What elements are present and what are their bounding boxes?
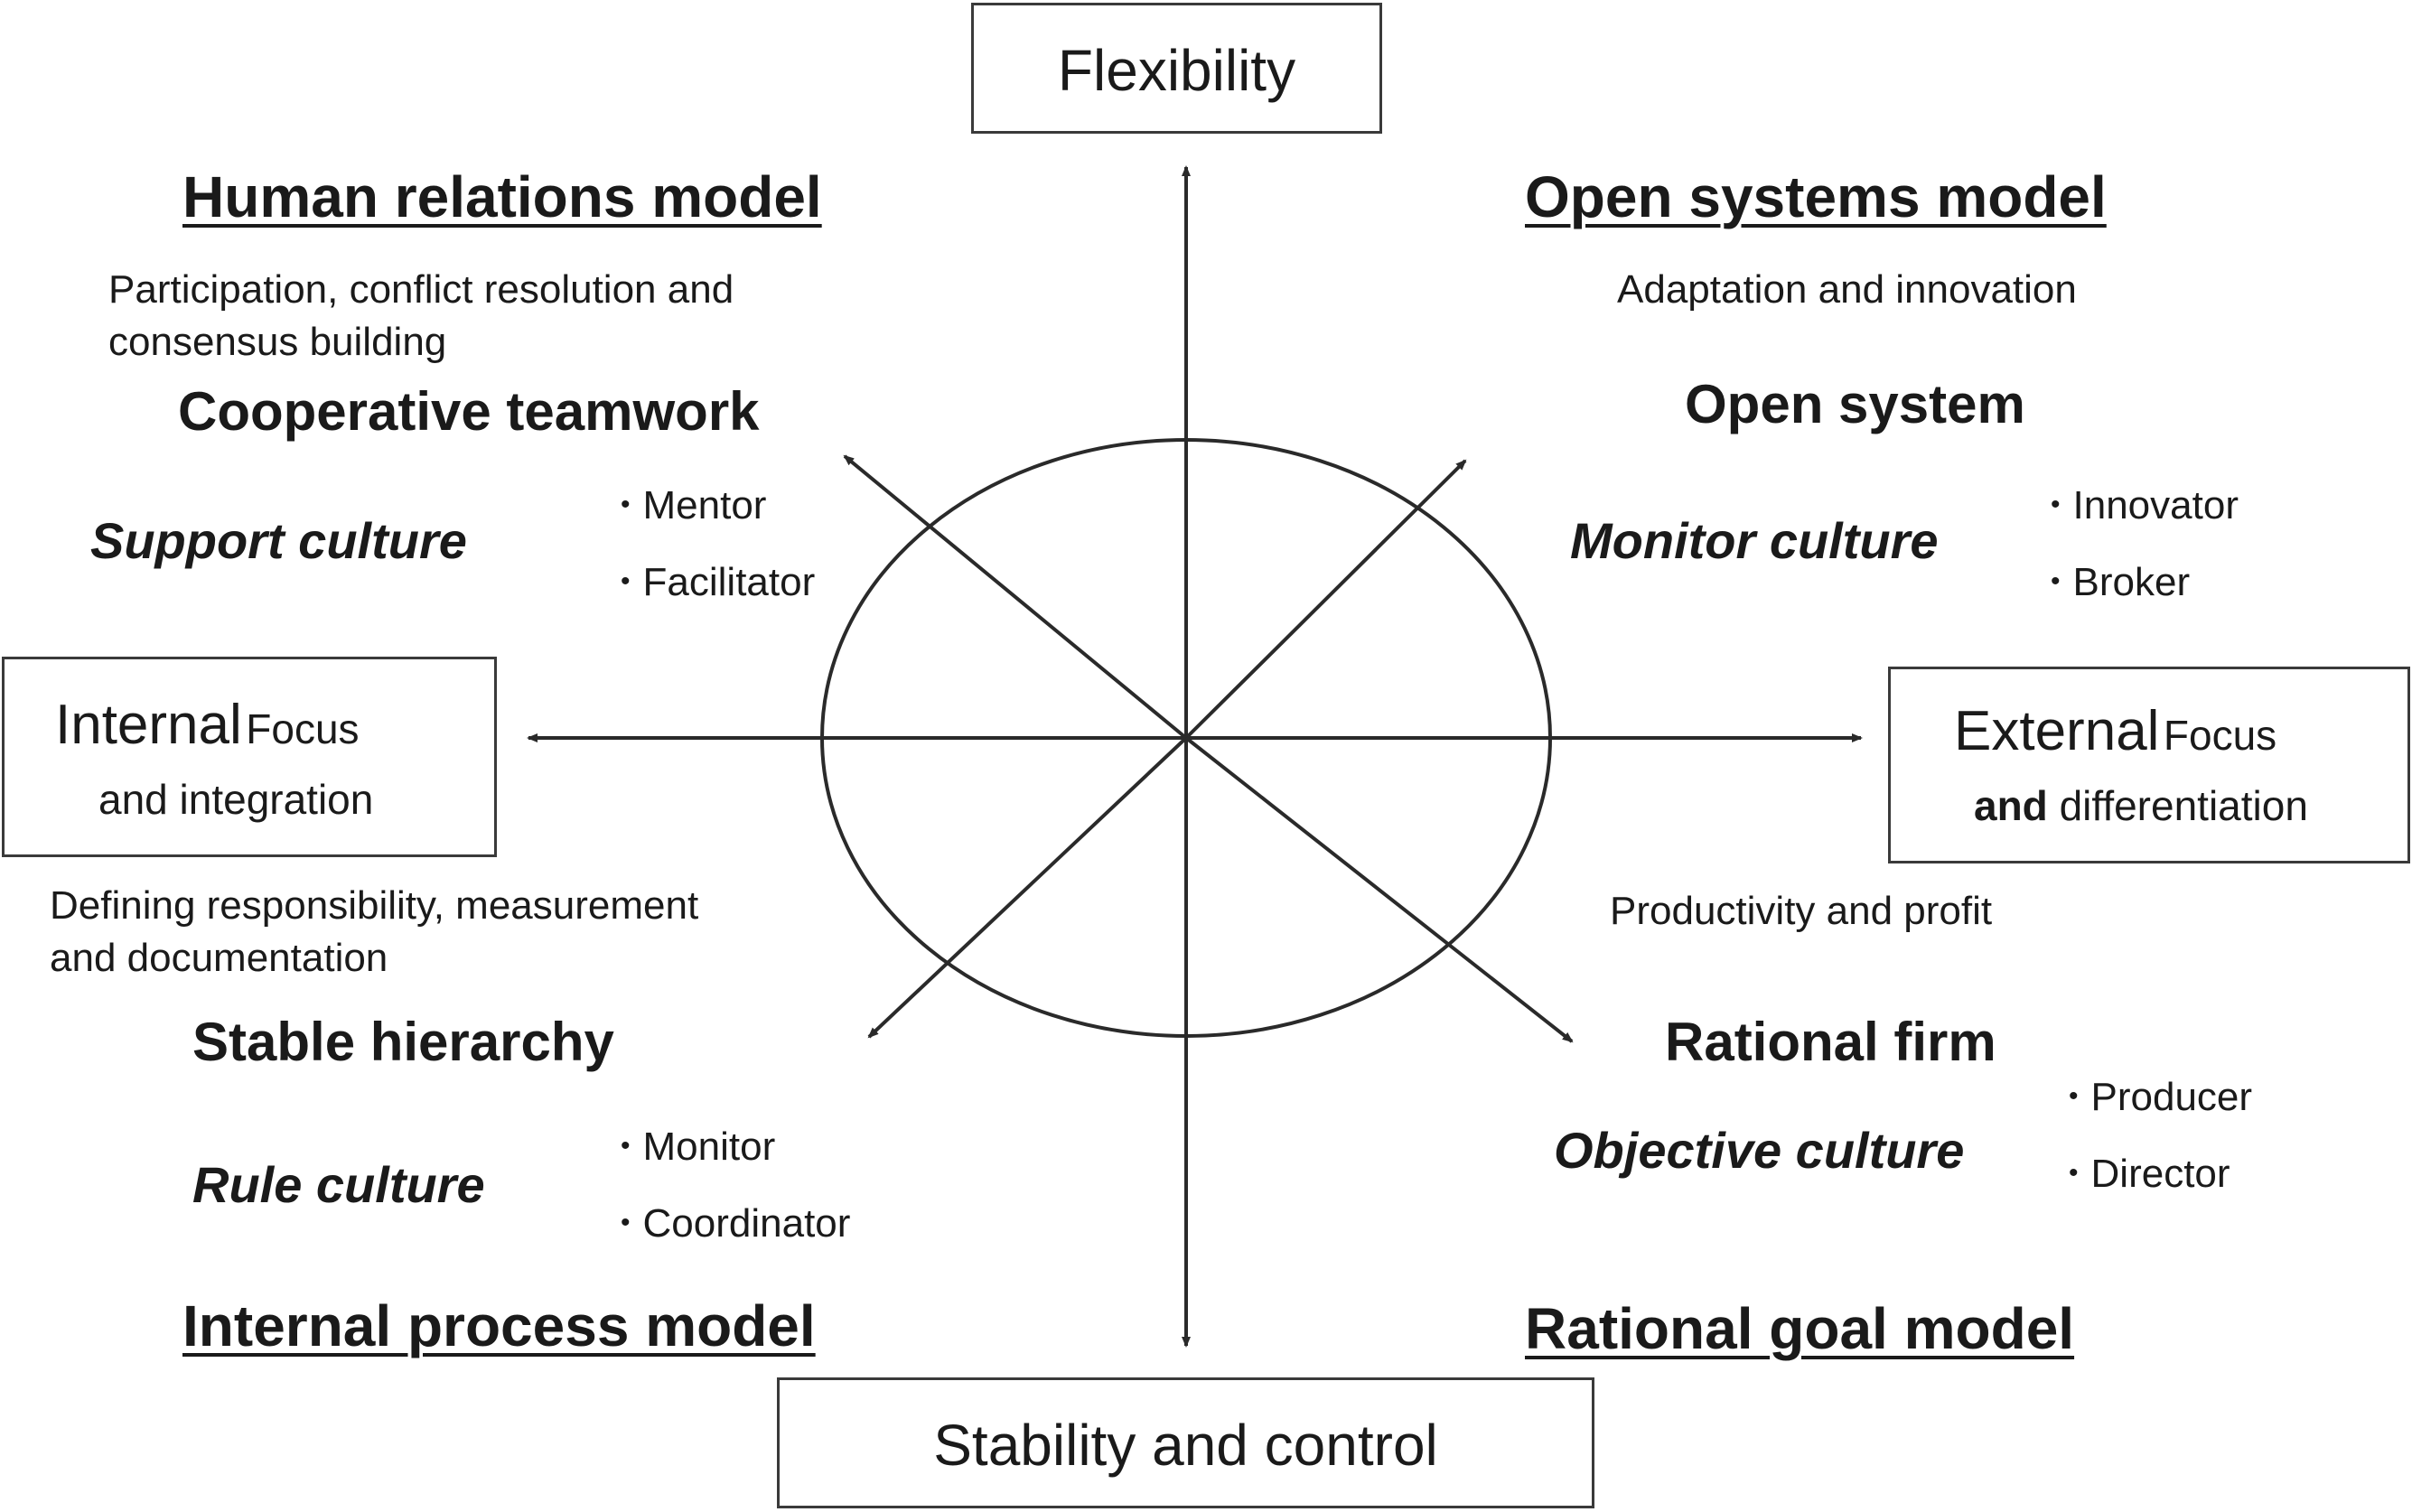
support-culture-label: Support culture xyxy=(90,512,467,569)
role-item: Broker xyxy=(2051,546,2239,623)
objective-culture-label: Objective culture xyxy=(1554,1122,1965,1179)
external-label: External xyxy=(1954,700,2160,762)
open-systems-description: Adaptation and innovation xyxy=(1617,267,2077,312)
stability-label: Stability and control xyxy=(933,1413,1438,1478)
external-and-word: and xyxy=(1974,782,2048,829)
cooperative-teamwork-label: Cooperative teamwork xyxy=(178,381,760,442)
internal-label: Internal xyxy=(55,694,242,756)
role-item: Director xyxy=(2069,1138,2252,1215)
stable-hierarchy-label: Stable hierarchy xyxy=(192,1012,614,1072)
internal-process-model-title: Internal process model xyxy=(182,1293,816,1358)
diag-upper-right-arrow xyxy=(1184,459,1467,740)
diag-upper-left-arrow xyxy=(843,454,1188,740)
rule-roles-list: Monitor Coordinator xyxy=(621,1111,851,1265)
open-systems-model-title: Open systems model xyxy=(1525,164,2107,229)
external-focus-word: Focus xyxy=(2163,712,2277,759)
rule-culture-label: Rule culture xyxy=(192,1156,485,1213)
internal-focus-word: Focus xyxy=(246,705,360,752)
internal-process-description: Defining responsibility, measurement and… xyxy=(50,883,699,980)
monitor-roles-list: Innovator Broker xyxy=(2051,470,2239,623)
role-item: Producer xyxy=(2069,1061,2253,1138)
flexibility-label: Flexibility xyxy=(1057,38,1296,103)
rational-goal-model-title: Rational goal model xyxy=(1525,1296,2075,1361)
diag-lower-left-arrow xyxy=(867,736,1188,1039)
internal-focus-line2: and integration xyxy=(98,776,374,823)
rational-goal-description: Productivity and profit xyxy=(1610,889,1993,933)
human-relations-description: Participation, conflict resolution and c… xyxy=(108,267,734,364)
role-item: Monitor xyxy=(621,1111,850,1188)
objective-roles-list: Producer Director xyxy=(2069,1061,2253,1215)
rational-firm-label: Rational firm xyxy=(1665,1012,1996,1072)
stability-box: Stability and control xyxy=(777,1377,1594,1508)
flexibility-box: Flexibility xyxy=(971,3,1382,134)
external-focus-line2: and differentiation xyxy=(1974,781,2308,831)
human-relations-model-title: Human relations model xyxy=(182,164,822,229)
role-item: Innovator xyxy=(2051,470,2239,546)
role-item: Mentor xyxy=(621,470,815,546)
open-system-label: Open system xyxy=(1685,374,2025,434)
monitor-culture-label: Monitor culture xyxy=(1570,512,1939,569)
diag-lower-right-arrow xyxy=(1184,736,1574,1043)
internal-focus-box: Internal Focus and integration xyxy=(2,657,497,857)
external-focus-line1: External Focus xyxy=(1954,698,2276,765)
external-differentiation-word: differentiation xyxy=(2059,782,2308,829)
role-item: Coordinator xyxy=(621,1188,851,1265)
external-focus-box: External Focus and differentiation xyxy=(1888,667,2410,863)
support-roles-list: Mentor Facilitator xyxy=(621,470,816,623)
internal-focus-line1: Internal Focus xyxy=(55,692,360,759)
role-item: Facilitator xyxy=(621,546,816,623)
